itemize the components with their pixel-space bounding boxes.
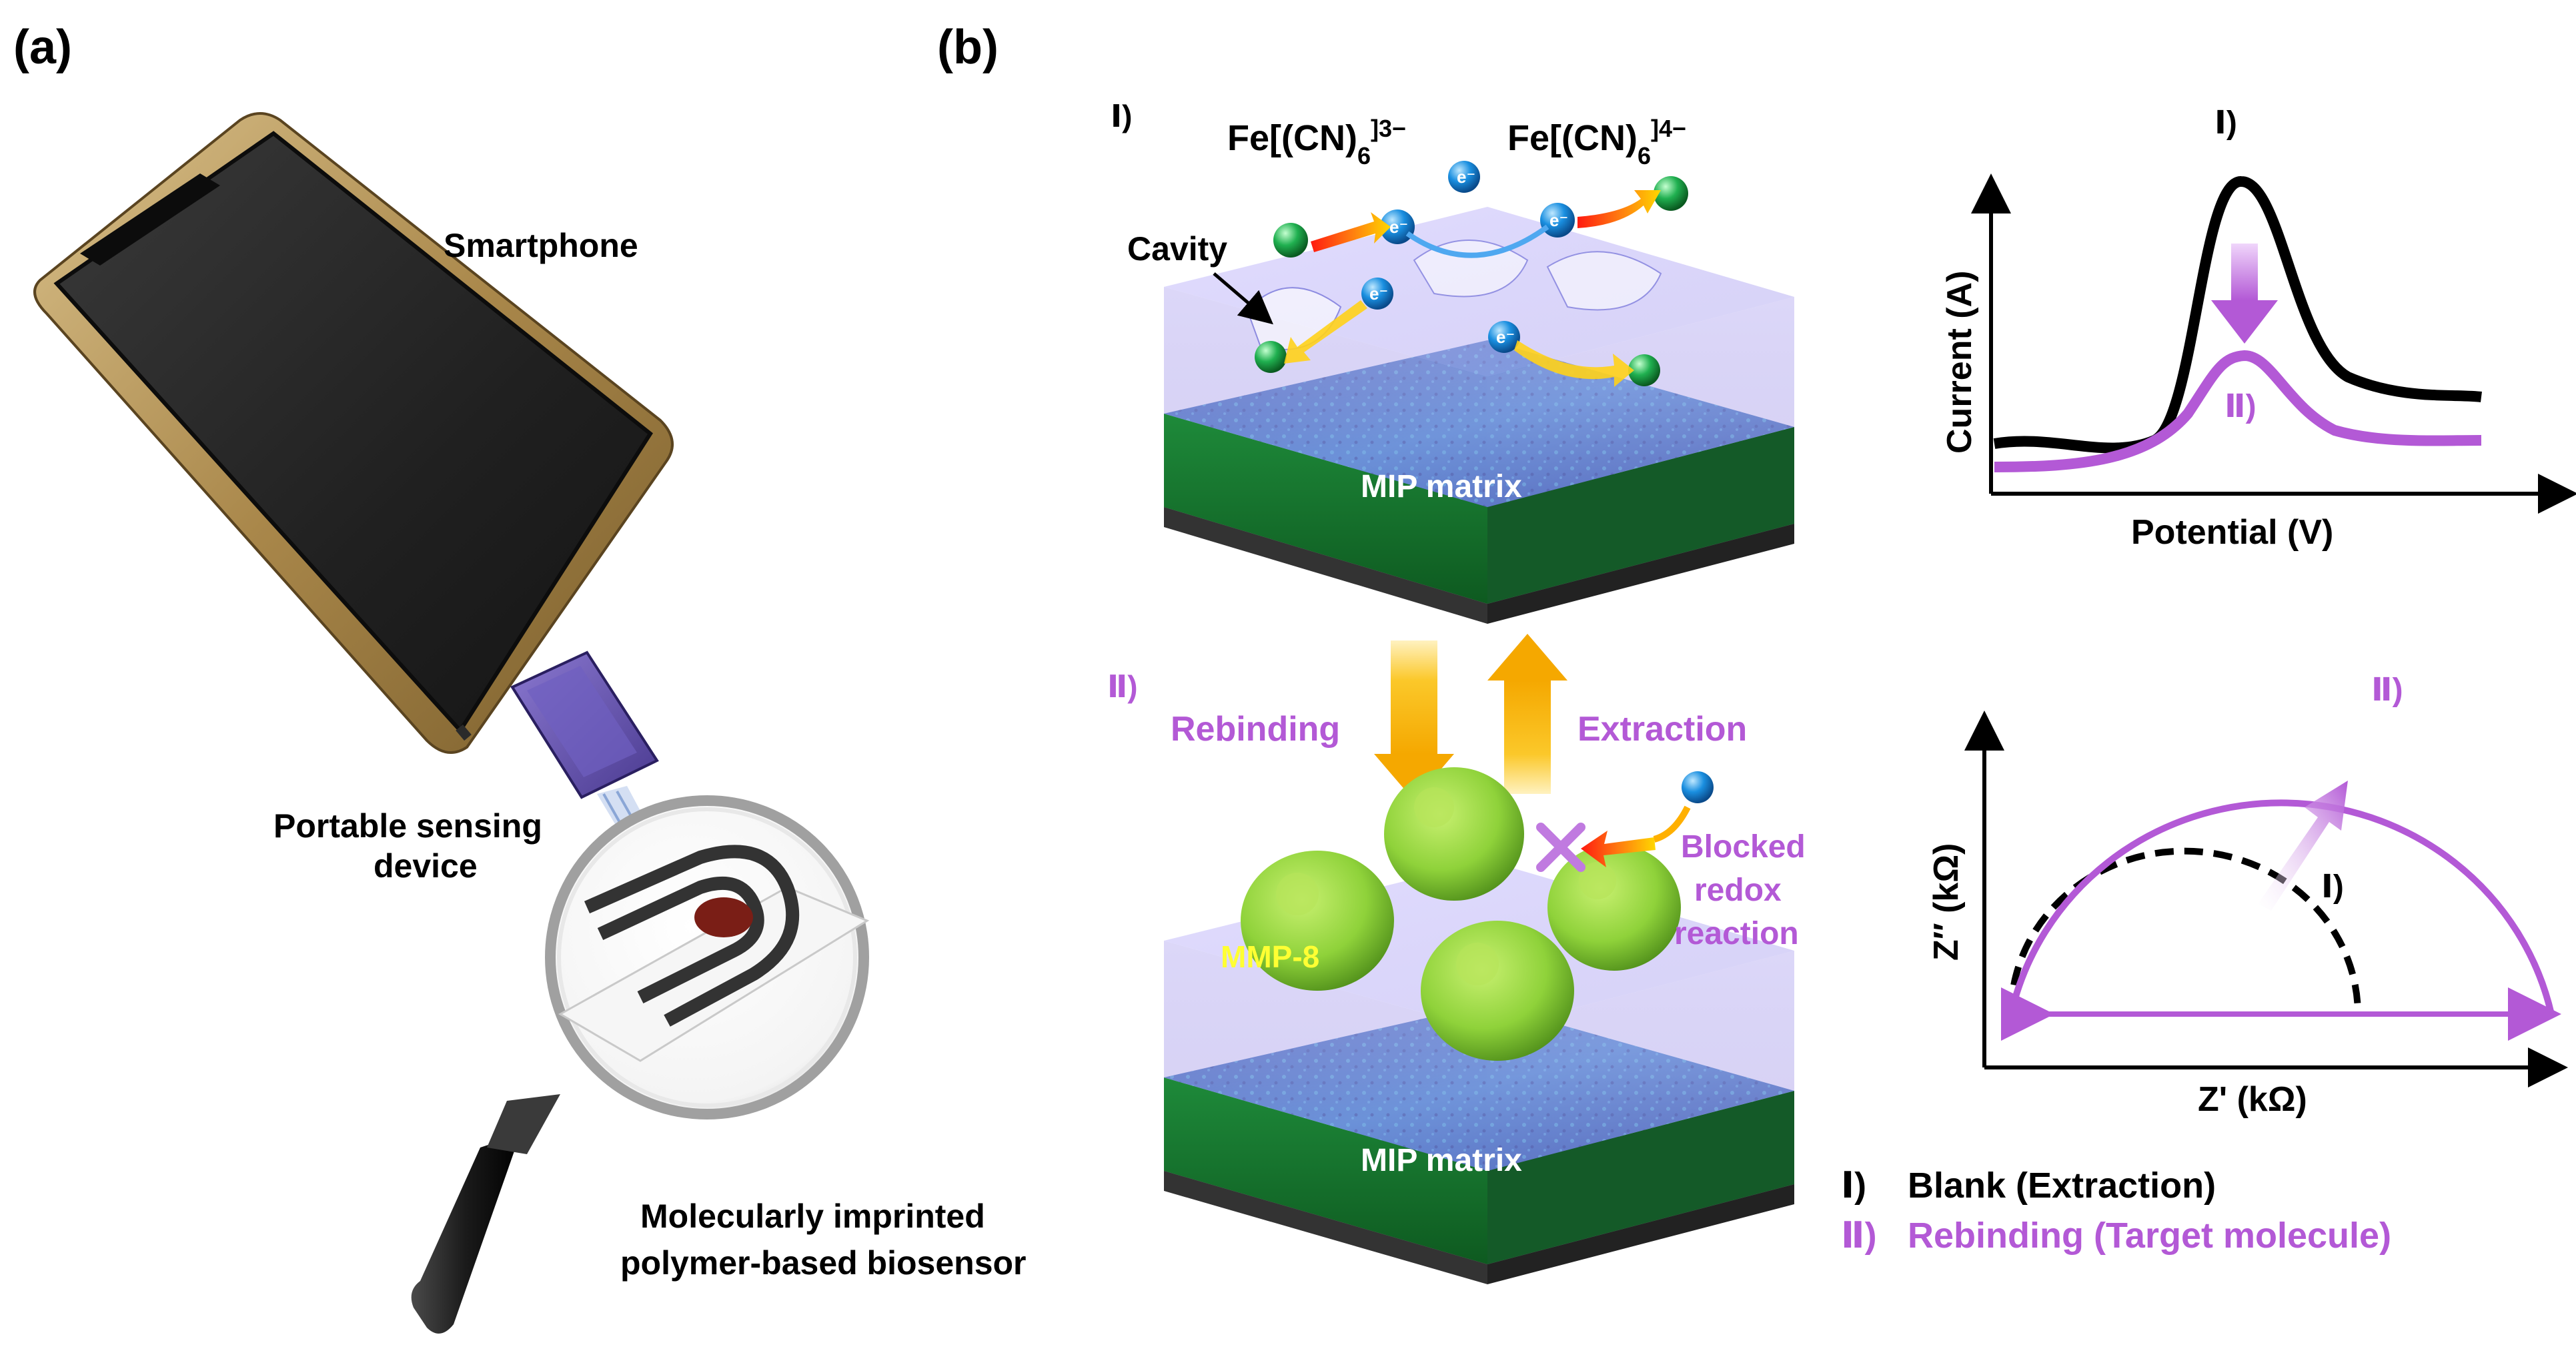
blocked-redox-icon [1536, 771, 1714, 872]
legend-item1-mark: Ⅰ) [1841, 1166, 1866, 1206]
eis-curve1-label: Ⅰ) [2321, 869, 2344, 905]
electrode-strip-icon [558, 845, 870, 1062]
mip-block-top [1164, 207, 1794, 624]
ferrocyanide-label: Fe[(CN)6]4− [1507, 115, 1686, 169]
cv-ylabel: Current (A) [1940, 271, 1979, 454]
eis-curve2-label: Ⅱ) [2371, 672, 2403, 708]
blocked-label-line1: Blocked [1681, 829, 1806, 865]
legend: Ⅰ) Blank (Extraction) Ⅱ) Rebinding (Targ… [1841, 1166, 2391, 1256]
rebinding-label: Rebinding [1171, 710, 1340, 749]
sensor-label-line1: Molecularly imprinted [640, 1198, 985, 1235]
extraction-arrow [1487, 634, 1567, 794]
electron-label-4: e⁻ [1369, 284, 1388, 304]
device-label-line1: Portable sensing [273, 807, 542, 845]
protein-icon [1241, 767, 1681, 1061]
electron-label-1: e⁻ [1457, 167, 1475, 187]
electron-label-5: e⁻ [1496, 327, 1515, 347]
eis-change-arrow [2258, 781, 2348, 911]
mmp8-label: MMP-8 [1221, 939, 1319, 974]
eis-ylabel: Z″ (kΩ) [1927, 843, 1966, 961]
legend-item2-text: Rebinding (Target molecule) [1908, 1216, 2391, 1256]
cv-plot [1971, 173, 2576, 514]
cv-curve1-label: Ⅰ) [2214, 105, 2237, 141]
mip-matrix-label-top: MIP matrix [1361, 469, 1522, 504]
extraction-label: Extraction [1577, 710, 1747, 749]
eis-curve-rebinding [2008, 799, 2555, 1015]
cv-change-arrow-head [2211, 300, 2278, 344]
legend-item2-mark: Ⅱ) [1841, 1216, 1877, 1256]
state-2-label: Ⅱ) [1107, 669, 1138, 704]
cv-curve2-label: Ⅱ) [2224, 389, 2257, 424]
smartphone-icon [33, 112, 674, 754]
electron-label-2: e⁻ [1389, 217, 1408, 237]
legend-item1-text: Blank (Extraction) [1908, 1166, 2216, 1206]
cavity-label: Cavity [1127, 230, 1227, 268]
sensor-label-line2: polymer-based biosensor [620, 1244, 1027, 1282]
mip-matrix-label-bottom: MIP matrix [1361, 1143, 1522, 1178]
blocked-label-line3: reaction [1674, 916, 1799, 951]
blocked-label-line2: redox [1694, 873, 1782, 908]
eis-plot [1964, 711, 2568, 1087]
panel-a-label: (a) [13, 21, 72, 74]
eis-xlabel: Z' (kΩ) [2198, 1080, 2307, 1119]
cv-xlabel: Potential (V) [2131, 513, 2333, 552]
smartphone-label: Smartphone [444, 227, 638, 264]
cavity-pointer [1213, 272, 1273, 325]
device-label-line2: device [374, 847, 478, 885]
eis-curve-blank [2008, 847, 2361, 1015]
panel-b-label: (b) [937, 21, 999, 74]
rebinding-arrow [1374, 640, 1454, 801]
cv-change-arrow-shaft [2231, 244, 2258, 300]
state-1-label: Ⅰ) [1111, 99, 1132, 133]
cv-curve-rebinding [1994, 350, 2482, 472]
electron-label-3: e⁻ [1549, 210, 1568, 230]
cv-curve-blank [1993, 175, 2482, 454]
redox-probe-icon [1255, 161, 1688, 387]
ferricyanide-label: Fe[(CN)6]3− [1227, 115, 1406, 169]
